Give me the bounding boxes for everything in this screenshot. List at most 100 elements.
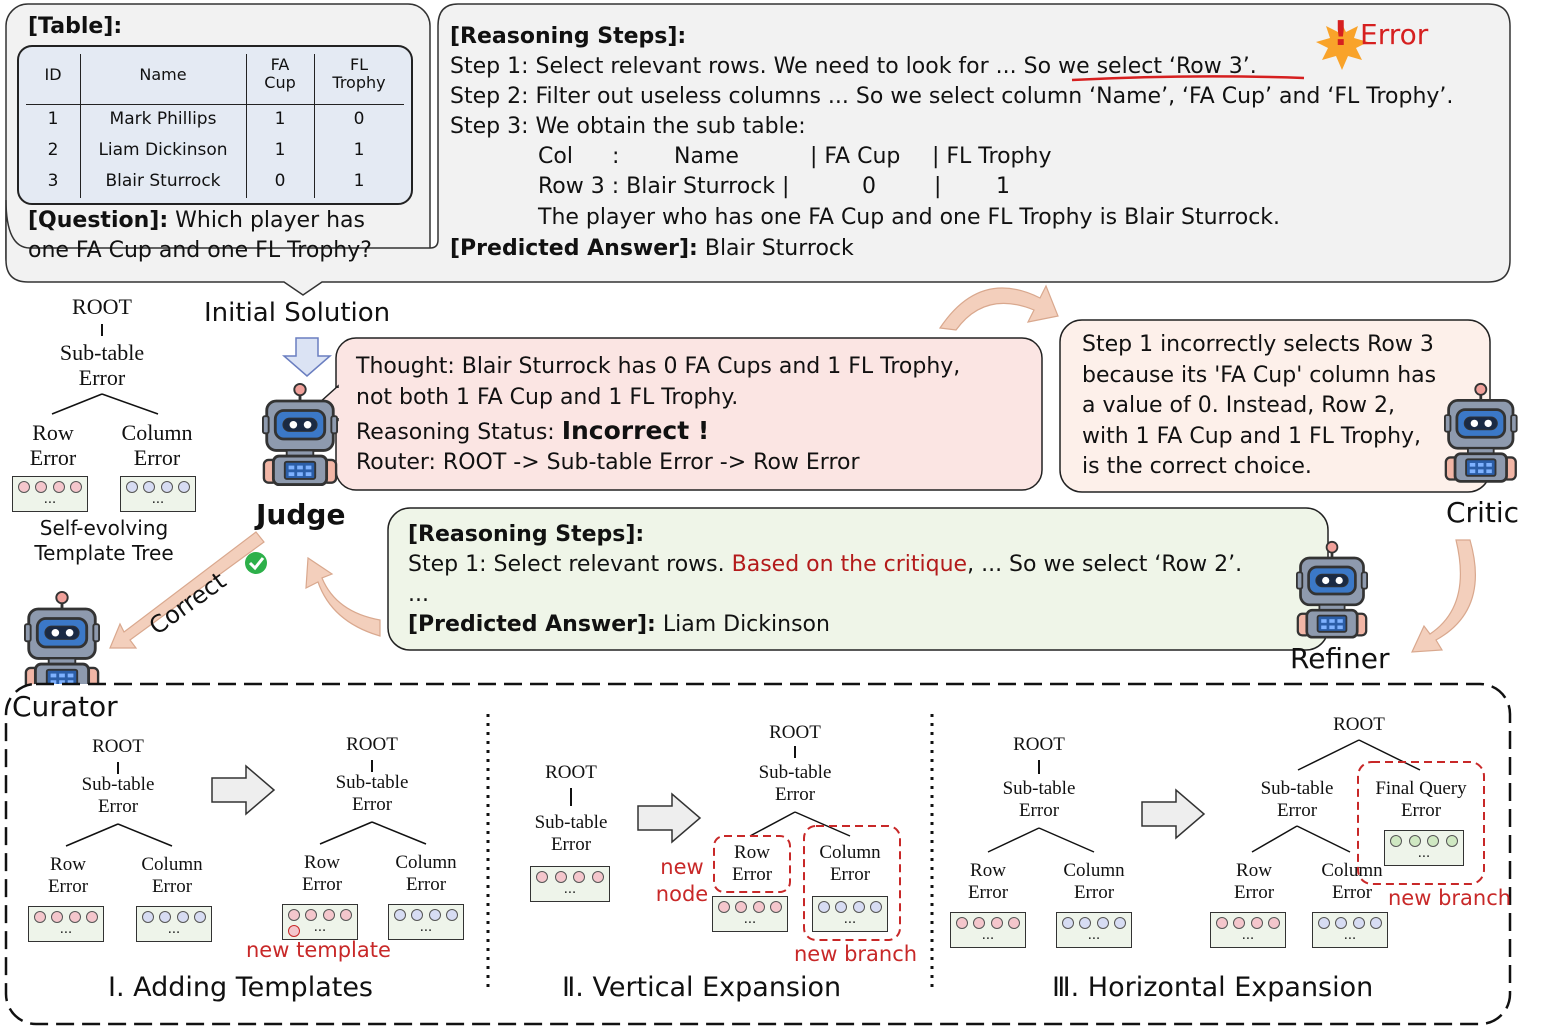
template-ellipsis: ... <box>743 912 757 927</box>
template-card: ... <box>28 906 104 942</box>
template-ellipsis: ... <box>1241 928 1255 943</box>
table-cell: Liam Dickinson <box>98 140 228 160</box>
critic-line: because its 'FA Cup' column has <box>1082 362 1437 388</box>
template-dot <box>68 911 81 923</box>
new-template-dot <box>287 925 300 937</box>
sub-table-row-fl: 1 <box>996 174 1010 199</box>
template-dot <box>428 909 441 921</box>
tree-node: ROOT <box>769 722 821 743</box>
judge-thought-2: not both 1 FA Cup and 1 FL Trophy. <box>356 385 739 410</box>
template-dot <box>852 901 865 913</box>
arrow-panel-2 <box>637 792 702 844</box>
template-card: ... <box>1384 830 1464 866</box>
data-table-frame <box>17 45 413 205</box>
curator-robot <box>23 590 101 695</box>
table-header-cell: Name <box>139 65 187 84</box>
template-ellipsis: ... <box>59 922 73 937</box>
template-dot <box>770 901 783 913</box>
template-card: ... <box>530 866 610 902</box>
refiner-answer: [Predicted Answer]: Liam Dickinson <box>408 612 830 637</box>
template-card: ... <box>388 904 464 940</box>
tree-column-error: Column Error <box>121 420 193 471</box>
reasoning-step-3: Step 3: We obtain the sub table: <box>450 114 806 139</box>
template-card: ... <box>1312 912 1388 948</box>
table-heading: [Table]: <box>28 14 123 39</box>
sub-table-col-fl: | FL Trophy <box>932 144 1052 169</box>
template-dot <box>1445 835 1458 847</box>
new-branch-label-2: new branch <box>1388 886 1512 910</box>
template-dot <box>194 911 207 923</box>
tree-node: Column Error <box>1321 860 1383 903</box>
template-dot <box>573 871 586 883</box>
template-dot <box>591 871 604 883</box>
template-ellipsis: ... <box>167 922 181 937</box>
judge-thought: Thought: Blair Sturrock has 0 FA Cups an… <box>356 354 961 379</box>
template-card: ... <box>1056 912 1132 948</box>
template-ellipsis: ... <box>1417 846 1431 861</box>
table-header-cell: FL Trophy <box>332 55 386 93</box>
template-dot <box>735 901 748 913</box>
template-dot <box>1390 835 1403 847</box>
tree-node: ROOT <box>545 762 597 783</box>
template-dot <box>536 871 549 883</box>
tree-node: Column Error <box>395 852 457 895</box>
arrow-panel-3 <box>1141 788 1206 840</box>
template-card: ... <box>12 476 88 512</box>
template-dot <box>1250 917 1263 929</box>
tree-node: Sub-table Error <box>81 774 155 817</box>
template-dot <box>717 901 730 913</box>
template-dot <box>1335 917 1348 929</box>
correct-check-icon <box>245 552 267 574</box>
table-header-cell: ID <box>44 65 62 84</box>
tree-node: Row Error <box>731 842 773 885</box>
table-cell: Blair Sturrock <box>105 171 221 191</box>
error-underline <box>1071 75 1305 82</box>
template-card: ... <box>136 906 212 942</box>
tree-row-error: Row Error <box>29 420 77 471</box>
template-dot <box>178 481 191 493</box>
table-cell: 2 <box>47 140 59 160</box>
template-dot <box>411 909 424 921</box>
template-dot <box>17 481 30 493</box>
sub-table-col-name: Name <box>674 144 739 169</box>
template-dot <box>51 911 64 923</box>
template-dot <box>955 917 968 929</box>
template-dot <box>1233 917 1246 929</box>
refiner-step-1: Step 1: Select relevant rows. Based on t… <box>408 552 1243 577</box>
tree-node: Column Error <box>1063 860 1125 903</box>
reasoning-heading: [Reasoning Steps]: <box>450 24 687 49</box>
tree-node: ROOT <box>92 736 144 757</box>
judge-status: Reasoning Status: Incorrect ! <box>356 416 710 445</box>
to-refiner-arrow <box>1411 539 1476 653</box>
new-template-label: new template <box>246 938 391 962</box>
table-cell: 1 <box>353 171 365 191</box>
question-line-2: one FA Cup and one FL Trophy? <box>28 238 372 263</box>
template-tree-panel <box>4 682 1512 1026</box>
table-cell: 0 <box>274 171 286 191</box>
template-ellipsis: ... <box>151 492 165 507</box>
table-header-cell: FA Cup <box>264 55 296 93</box>
panel-title-horizontal: Ⅲ. Horizontal Expansion <box>1052 972 1374 1003</box>
template-ellipsis: ... <box>419 920 433 935</box>
template-ellipsis: ... <box>1343 928 1357 943</box>
reasoning-step-1: Step 1: Select relevant rows. We need to… <box>450 54 1257 79</box>
error-mark-icon: ! <box>1333 14 1349 54</box>
template-card: ... <box>950 912 1026 948</box>
template-dot <box>1008 917 1021 929</box>
tree-node: Sub-table Error <box>758 762 832 805</box>
panel-title-vertical: Ⅱ. Vertical Expansion <box>562 972 842 1003</box>
critic-label: Critic <box>1446 496 1519 529</box>
tree-node: Column Error <box>141 854 203 897</box>
tree-node: Row Error <box>301 852 343 895</box>
sub-table-col-sep: : <box>612 144 620 169</box>
template-dot <box>870 901 883 913</box>
tree-node: ROOT <box>1013 734 1065 755</box>
template-dot <box>159 911 172 923</box>
template-dot <box>125 481 138 493</box>
sub-table-row-label: Row 3 : Blair Sturrock | <box>538 174 790 199</box>
template-dot <box>305 909 318 921</box>
table-cell: 1 <box>353 140 365 160</box>
